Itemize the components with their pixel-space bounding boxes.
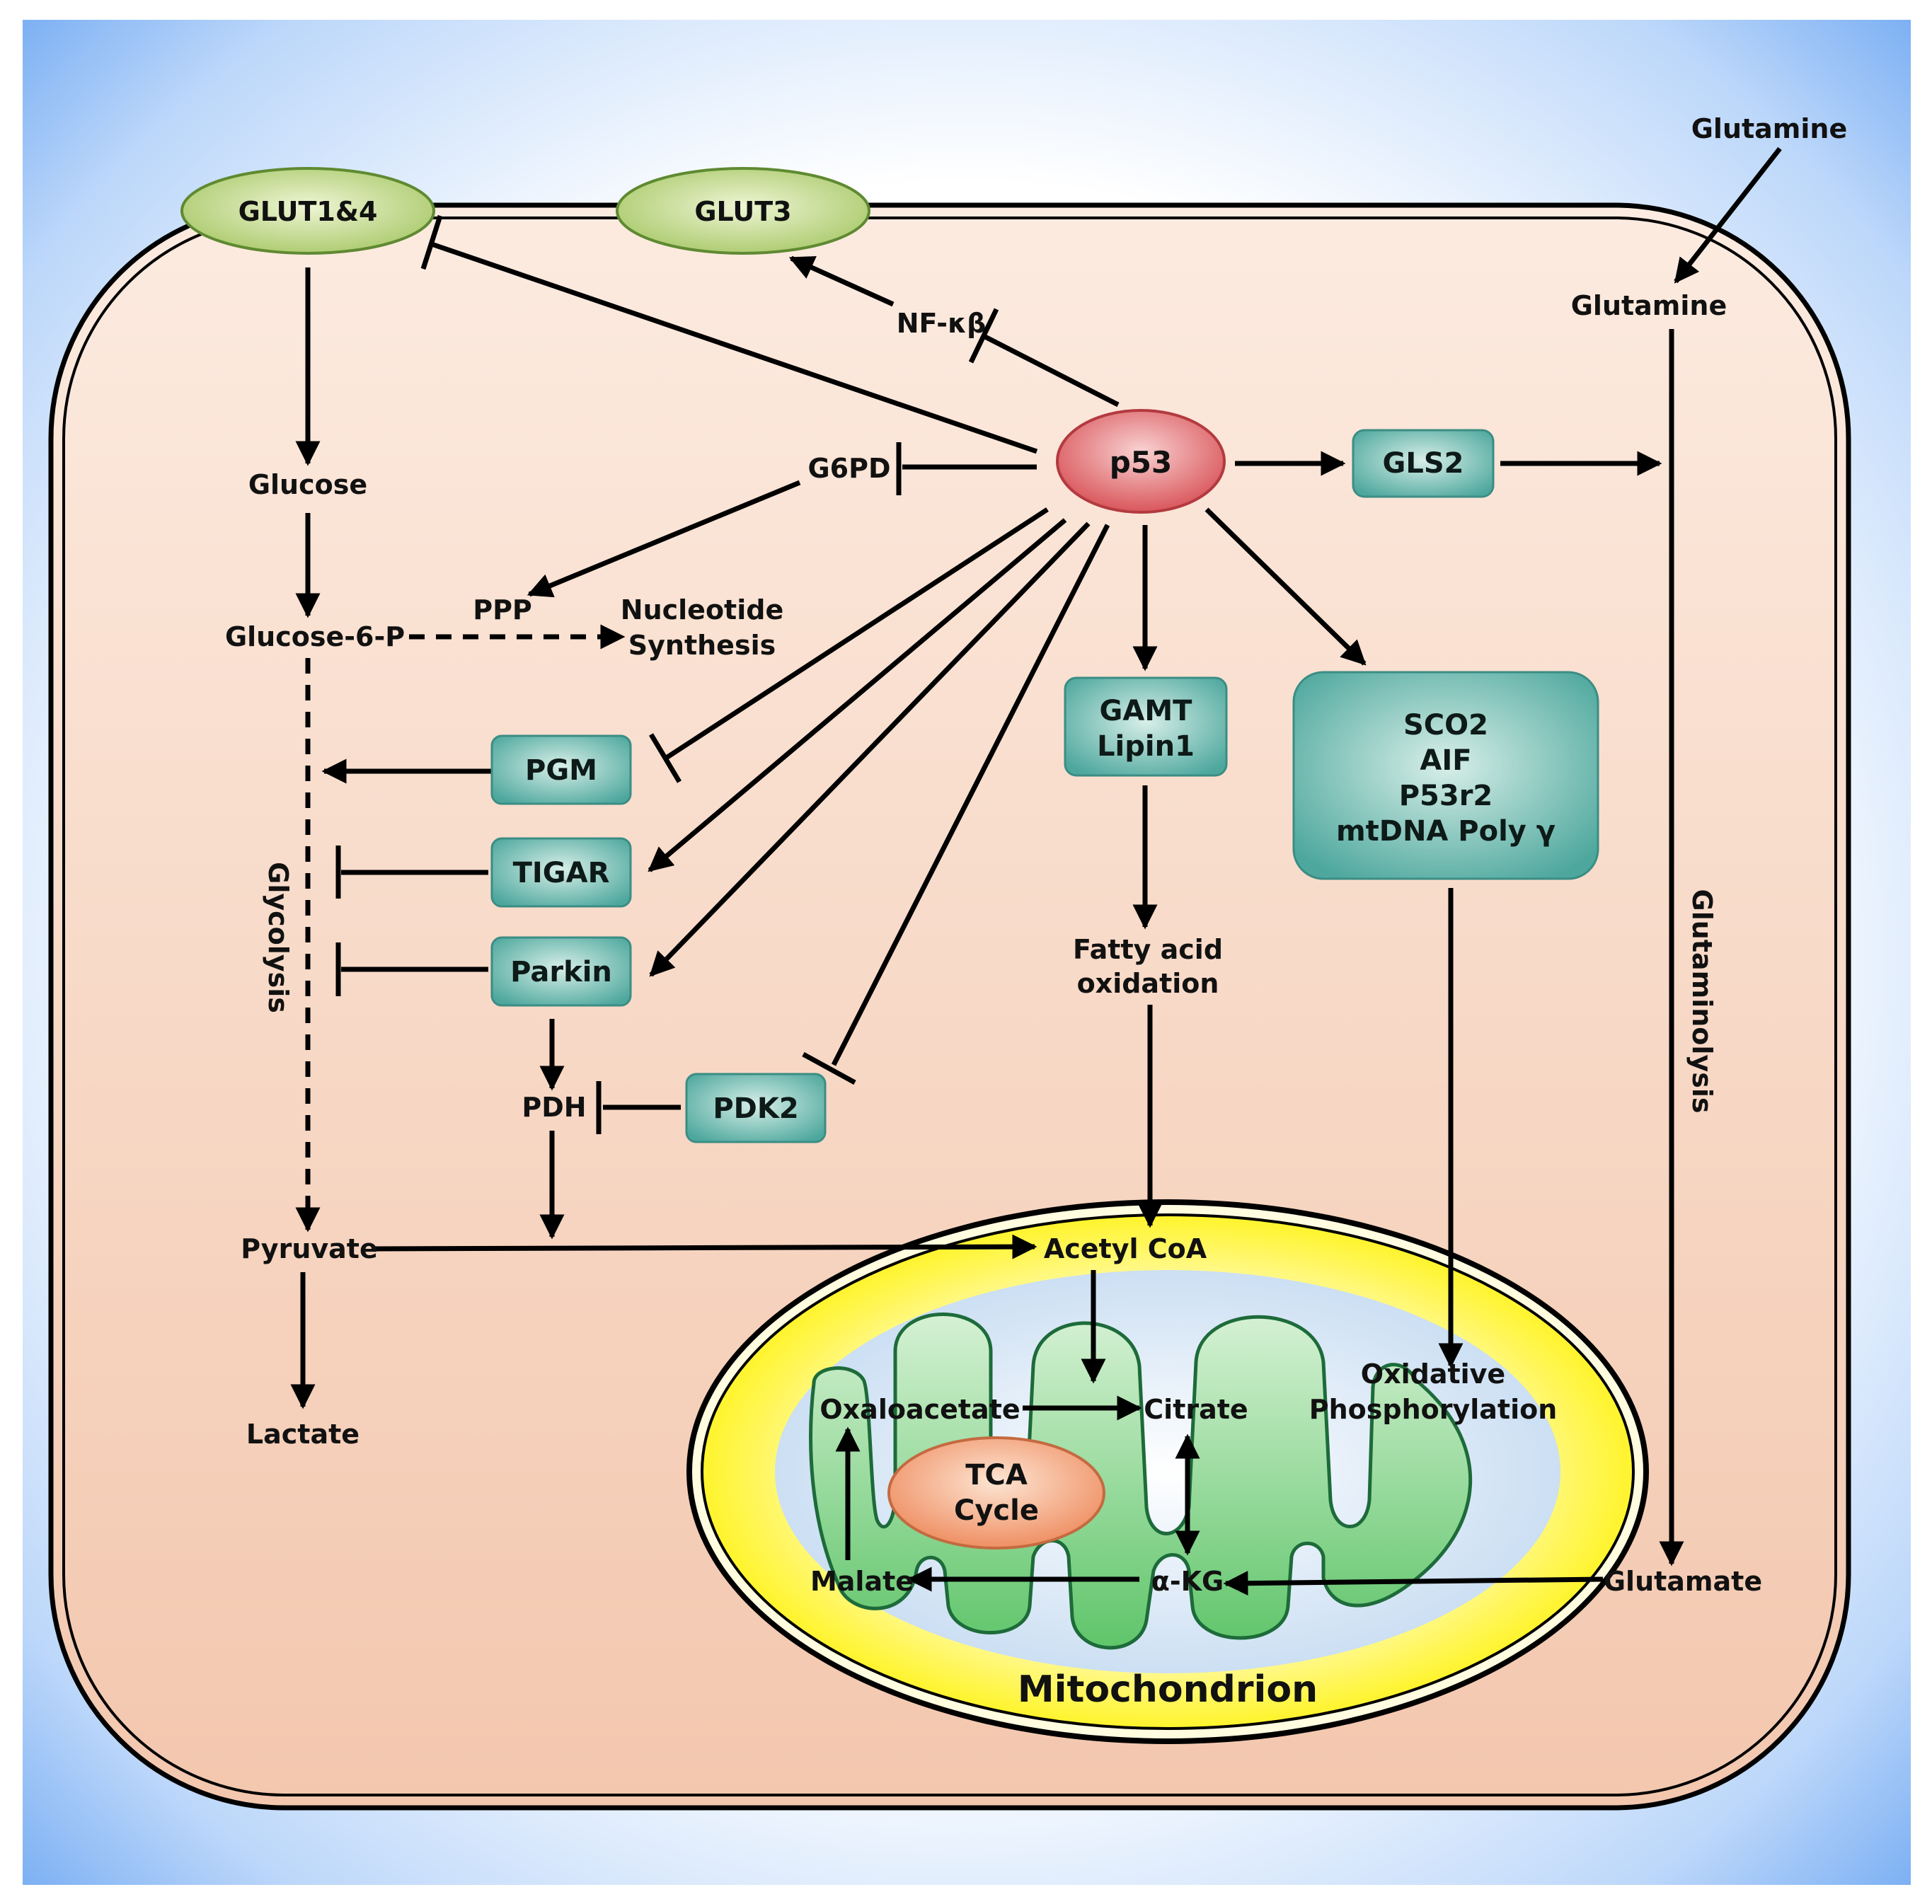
lipin1-label: Lipin1 — [1097, 730, 1195, 763]
pathway-lines — [290, 146, 1782, 1596]
oxidative-label: Oxidative — [1361, 1358, 1505, 1390]
pdk2-box: PDK2 — [685, 1073, 827, 1143]
parkin-label: Parkin — [510, 956, 612, 988]
glut3-transporter: GLUT3 — [616, 167, 870, 255]
oxidation-label: oxidation — [1077, 968, 1219, 999]
p53-node: p53 — [1056, 409, 1226, 514]
tca-cycle-node: TCA Cycle — [887, 1436, 1105, 1550]
tca-label: TCA — [965, 1459, 1028, 1492]
cell-membrane-inner — [62, 217, 1837, 1796]
mtdna-poly-label: mtDNA Poly γ — [1336, 815, 1556, 848]
fatty-acid-label: Fatty acid — [1073, 934, 1223, 965]
parkin-box: Parkin — [490, 936, 632, 1007]
glucose-label: Glucose — [248, 469, 367, 500]
pdh-label: PDH — [522, 1092, 586, 1123]
phosphorylation-label: Phosphorylation — [1309, 1394, 1558, 1425]
mitochondrial-cristae — [809, 1312, 1472, 1650]
gamt-lipin1-box: GAMT Lipin1 — [1064, 676, 1228, 777]
glutamine-extracellular-label: Glutamine — [1691, 113, 1848, 144]
sco2-aif-box: SCO2 AIF P53r2 mtDNA Poly γ — [1292, 671, 1599, 880]
tigar-box: TIGAR — [490, 837, 632, 908]
g6pd-label: G6PD — [807, 453, 890, 484]
pgm-label: PGM — [525, 754, 597, 787]
p53r2-label: P53r2 — [1399, 780, 1493, 812]
gls2-label: GLS2 — [1383, 447, 1464, 480]
oxaloacetate-label: Oxaloacetate — [820, 1394, 1020, 1425]
glutamine-intracellular-label: Glutamine — [1571, 290, 1727, 321]
p53-label: p53 — [1110, 445, 1173, 480]
glucose-6-p-label: Glucose-6-P — [225, 621, 405, 652]
gamt-label: GAMT — [1100, 695, 1193, 727]
cycle-label: Cycle — [954, 1494, 1039, 1527]
mitochondrion-label: Mitochondrion — [1018, 1668, 1318, 1711]
ppp-label: PPP — [473, 594, 532, 625]
lactate-label: Lactate — [246, 1419, 360, 1450]
akg-label: α-KG — [1151, 1566, 1224, 1597]
pgm-box: PGM — [490, 734, 632, 805]
labels: Glutamine Glutamine NF-κβ G6PD Glucose P… — [225, 113, 1847, 1711]
mitochondrion — [686, 1199, 1649, 1744]
pdk2-label: PDK2 — [713, 1092, 798, 1125]
nucleotide-label: Nucleotide — [621, 594, 783, 625]
glut14-transporter: GLUT1&4 — [180, 167, 435, 255]
tigar-label: TIGAR — [513, 857, 610, 889]
nfkb-label: NF-κβ — [897, 308, 987, 339]
citrate-label: Citrate — [1144, 1394, 1248, 1425]
synthesis-label: Synthesis — [628, 630, 776, 661]
aif-label: AIF — [1420, 744, 1471, 777]
malate-label: Malate — [810, 1566, 914, 1597]
pyruvate-label: Pyruvate — [241, 1233, 377, 1264]
glycolysis-label: Glycolysis — [263, 862, 294, 1013]
glutamate-label: Glutamate — [1604, 1566, 1762, 1597]
gls2-box: GLS2 — [1352, 429, 1495, 498]
acetyl-coa-label: Acetyl CoA — [1044, 1233, 1207, 1264]
sco2-label: SCO2 — [1403, 709, 1488, 742]
glutaminolysis-label: Glutaminolysis — [1686, 889, 1718, 1114]
glut3-label: GLUT3 — [694, 196, 791, 227]
glut14-label: GLUT1&4 — [238, 196, 378, 227]
